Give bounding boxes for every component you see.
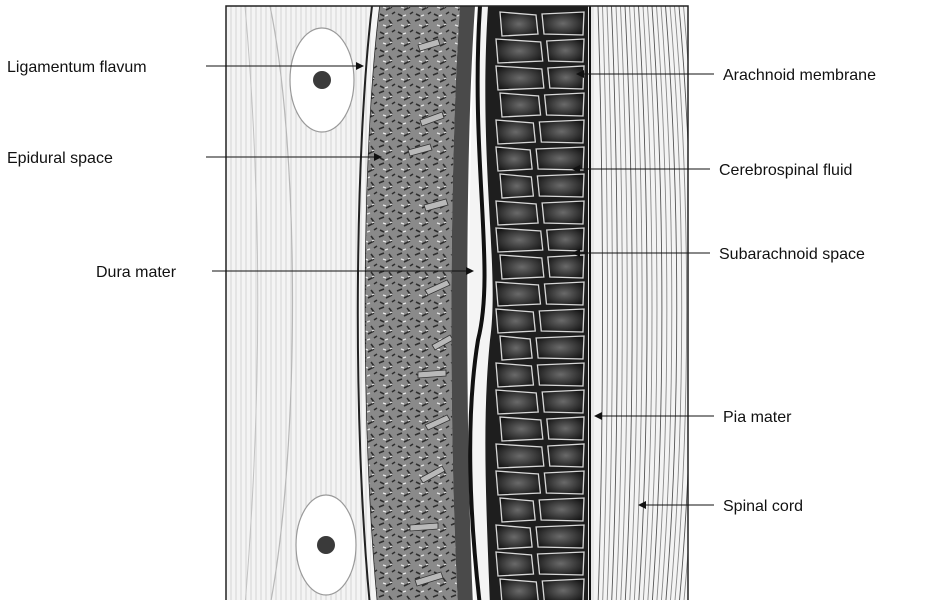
label-text-dura-mater: Dura mater <box>96 264 177 281</box>
trabecula-cell <box>500 174 533 198</box>
trabecula-cell <box>500 255 544 279</box>
trabecula-cell <box>496 39 543 63</box>
label-text-ligamentum-flavum: Ligamentum flavum <box>7 59 147 76</box>
trabecula-cell <box>536 336 584 359</box>
label-text-subarachnoid-space: Subarachnoid space <box>719 246 865 263</box>
trabecula-cell <box>496 309 535 333</box>
trabecula-cell <box>539 498 584 521</box>
trabecula-cell <box>542 579 584 600</box>
trabecula-cell <box>496 120 535 144</box>
label-text-arachnoid-membrane: Arachnoid membrane <box>723 67 876 84</box>
trabecula-cell <box>548 255 584 278</box>
trabecula-cell <box>496 147 532 171</box>
trabecula-cell <box>496 66 544 90</box>
trabecula-cell <box>496 390 538 414</box>
label-text-spinal-cord: Spinal cord <box>723 498 803 515</box>
trabecula-cell <box>544 471 584 494</box>
trabecula-cell <box>496 471 540 495</box>
trabecula-cell <box>542 390 584 413</box>
label-text-cerebrospinal-fluid: Cerebrospinal fluid <box>719 162 852 179</box>
trabecula-cell <box>547 228 584 251</box>
trabecula-cell <box>500 579 538 600</box>
trabecula-cell <box>542 12 584 35</box>
trabecula-cell <box>496 552 533 576</box>
trabecula-cell <box>548 66 584 89</box>
trabecula-cell <box>496 282 540 306</box>
trabecula-cell <box>500 336 532 360</box>
trabecula-cell <box>536 525 584 548</box>
trabecula-cell <box>500 12 538 36</box>
label-text-epidural-space: Epidural space <box>7 150 113 167</box>
label-text-pia-mater: Pia mater <box>723 409 792 426</box>
trabecula-cell <box>500 93 541 117</box>
trabecula-cell <box>496 228 543 252</box>
fat-lobule-lower <box>296 495 356 595</box>
trabecula-cell <box>500 498 535 522</box>
trabecula-cell <box>539 120 584 143</box>
trabecula-cell <box>542 201 584 224</box>
trabecula-cell <box>537 552 584 575</box>
trabecula-cell <box>537 363 584 386</box>
trabecula-cell <box>545 93 584 116</box>
trabecula-cell <box>539 309 584 332</box>
trabecula-cell <box>547 417 584 440</box>
trabecula-cell <box>496 363 533 387</box>
tissue-illustration <box>226 6 697 600</box>
fat-lobule-upper <box>290 28 354 132</box>
trabecula-cell <box>548 444 584 467</box>
trabecula-cell <box>496 525 532 549</box>
trabecula-cell <box>500 417 543 441</box>
trabecula-cell <box>537 174 584 197</box>
trabecula-cell <box>496 201 538 225</box>
trabecula-cell <box>536 147 584 170</box>
trabecula-cell <box>496 444 544 468</box>
trabecula-cell <box>547 39 584 62</box>
trabecula-cell <box>544 282 584 305</box>
